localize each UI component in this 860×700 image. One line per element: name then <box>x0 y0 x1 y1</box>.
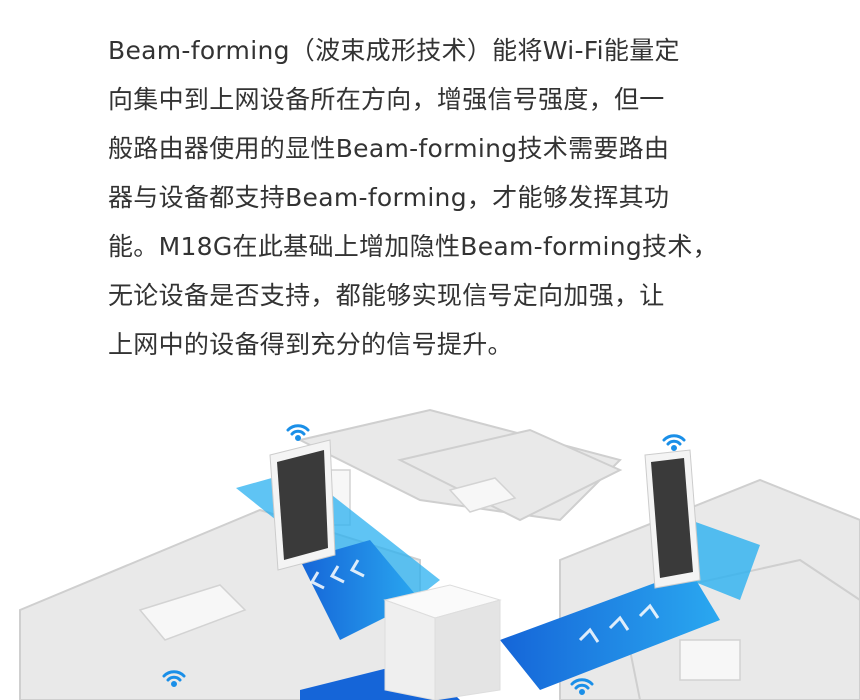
paragraph-line: 能。M18G在此基础上增加隐性Beam-forming技术， <box>108 232 718 261</box>
tablet-right <box>644 449 701 589</box>
router-cube <box>383 584 502 700</box>
tablet-left <box>269 439 336 571</box>
beam-chevrons <box>309 559 660 643</box>
paragraph-line: 器与设备都支持Beam-forming，才能够发挥其功 <box>108 183 670 212</box>
paragraph-line: 向集中到上网设备所在方向，增强信号强度，但一 <box>108 85 665 114</box>
paragraph-line: Beam-forming（波束成形技术）能将Wi-Fi能量定 <box>108 36 680 65</box>
paragraph-line: 上网中的设备得到充分的信号提升。 <box>108 330 513 359</box>
wifi-icon <box>162 670 186 687</box>
beamforming-description: Beam-forming（波束成形技术）能将Wi-Fi能量定 向集中到上网设备所… <box>108 26 718 369</box>
wifi-icon <box>286 424 310 441</box>
paragraph-line: 般路由器使用的显性Beam-forming技术需要路由 <box>108 134 670 163</box>
wifi-icon <box>662 434 686 451</box>
paragraph-line: 无论设备是否支持，都能够实现信号定向加强，让 <box>108 281 665 310</box>
wifi-icon <box>570 678 594 695</box>
beamforming-illustration <box>19 408 860 700</box>
